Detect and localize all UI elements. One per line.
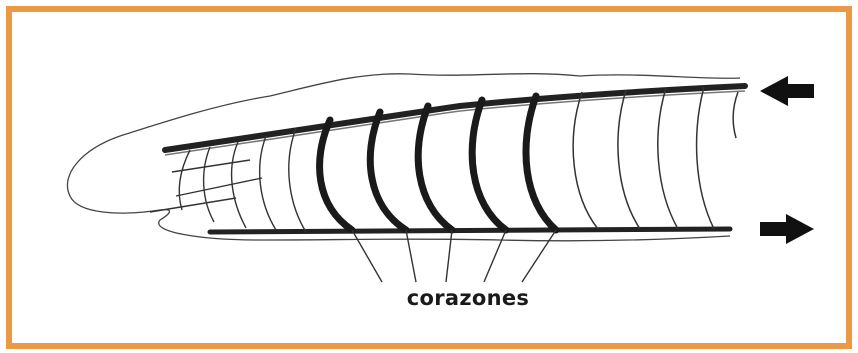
hearts-icon (320, 96, 556, 230)
body-outline-icon (67, 74, 740, 241)
label-leader-lines-icon (352, 230, 556, 282)
arrow-right-icon (760, 214, 814, 244)
lateral-vessels-posterior-icon (573, 87, 738, 229)
hearts-label: corazones (378, 286, 558, 310)
arrow-left-icon (760, 76, 814, 106)
ventral-vessel-icon (210, 229, 730, 232)
